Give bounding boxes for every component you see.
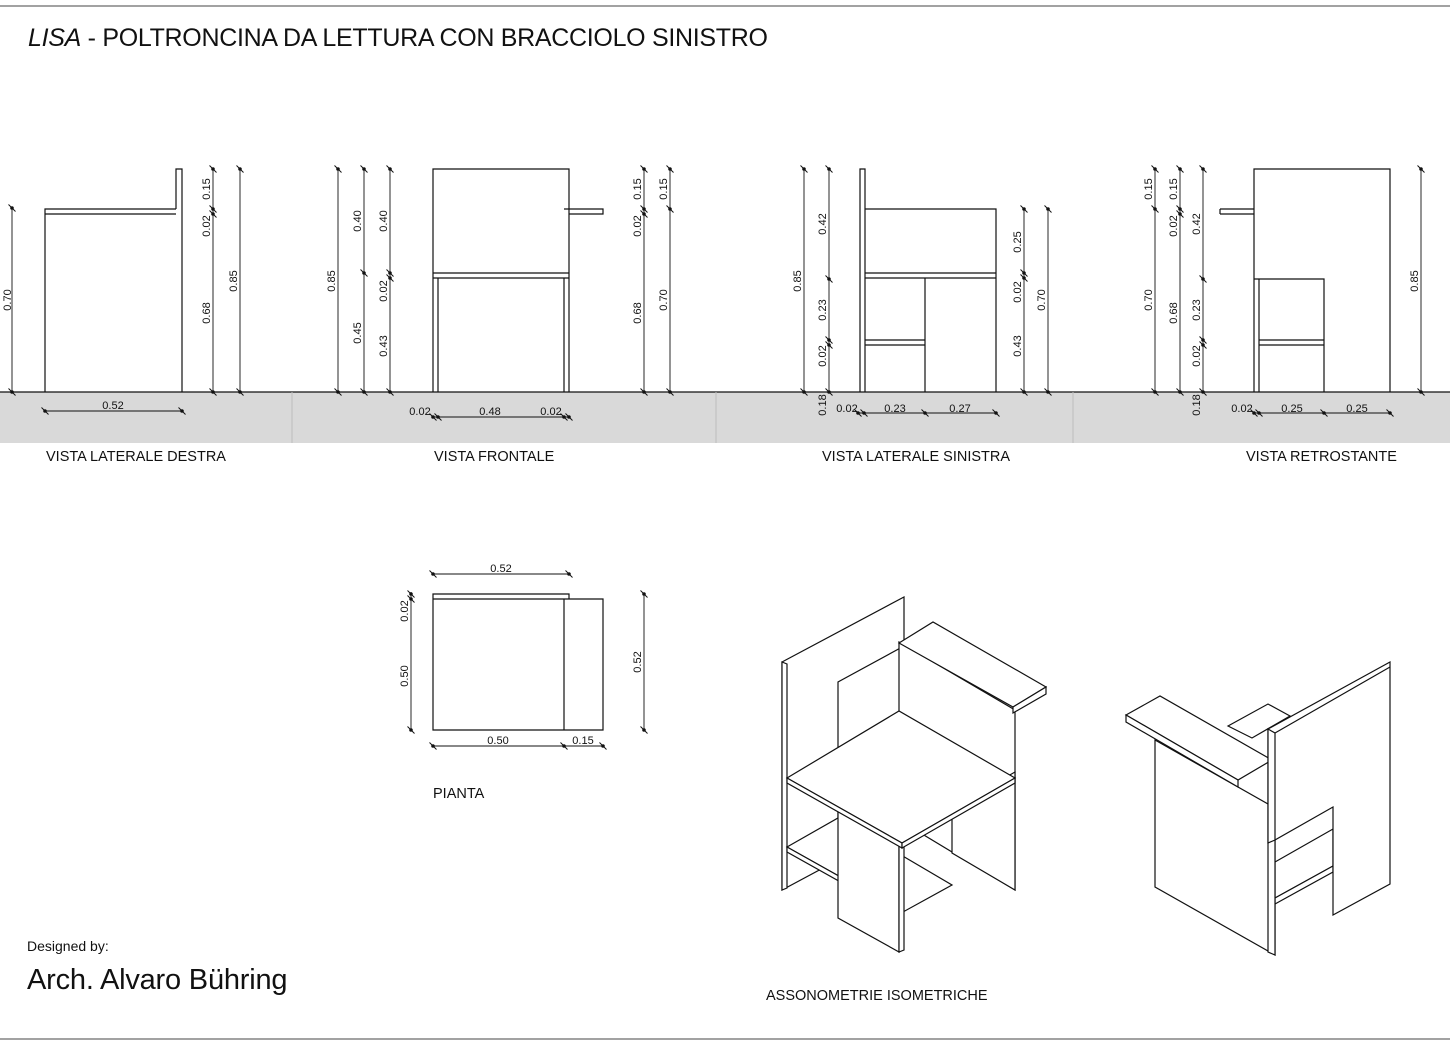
dim-label: 0.85 [326, 270, 338, 291]
dim-label: 0.15 [1143, 178, 1155, 199]
dim-label: 0.25 [1012, 231, 1024, 252]
dim-label: 0.70 [658, 289, 670, 310]
dim-label: 0.52 [102, 400, 123, 412]
dim-label: 0.15 [1168, 178, 1180, 199]
dim-label: 0.02 [836, 403, 857, 415]
dim-label: 0.23 [1191, 299, 1203, 320]
label-back-view: VISTA RETROSTANTE [1246, 449, 1397, 465]
iso-back-panel [1267, 660, 1391, 956]
dim-label: 0.50 [487, 735, 508, 747]
designer-name: Arch. Alvaro Bühring [27, 964, 288, 996]
dim-label: 0.52 [490, 563, 511, 575]
dim-label: 0.50 [399, 665, 411, 686]
label-plan-view: PIANTA [433, 786, 485, 802]
dim-label: 0.02 [1168, 215, 1180, 236]
dim-label: 0.85 [792, 270, 804, 291]
ground-band [0, 392, 1450, 443]
dim-label: 0.40 [378, 210, 390, 231]
dim-label: 0.23 [884, 403, 905, 415]
back-view: 0.15 0.70 0.15 0.02 0.68 0.42 0.23 0.02 … [1143, 165, 1425, 417]
dim-label: 0.42 [817, 213, 829, 234]
dim-label: 0.48 [479, 406, 500, 418]
dim-label: 0.23 [817, 299, 829, 320]
label-left-side-view: VISTA LATERALE SINISTRA [822, 449, 1011, 465]
dim-label: 0.02 [540, 406, 561, 418]
product-name: LISA [28, 24, 81, 52]
front-outline [432, 168, 604, 392]
front-view: 0.85 0.40 0.45 0.40 0.02 0.43 0.02 0.48 … [326, 165, 674, 421]
right-side-outline [44, 168, 183, 392]
right-side-view: 0.70 0.15 0.02 0.68 0.85 0.52 [2, 165, 244, 415]
dim-label: 0.68 [201, 302, 213, 323]
dim-label: 0.68 [1168, 302, 1180, 323]
isometric-front [781, 596, 1048, 954]
dim-label: 0.15 [658, 178, 670, 199]
dim-label: 0.40 [352, 210, 364, 231]
dim-label: 0.85 [228, 270, 240, 291]
product-description: - POLTRONCINA DA LETTURA CON BRACCIOLO S… [81, 24, 768, 52]
label-front-view: VISTA FRONTALE [434, 449, 555, 465]
dim-label: 0.45 [352, 322, 364, 343]
dim-label: 0.02 [1231, 403, 1252, 415]
dim-label: 0.85 [1409, 270, 1421, 291]
dim-label: 0.02 [1012, 281, 1024, 302]
dim-label: 0.70 [2, 289, 14, 310]
dim-label: 0.27 [949, 403, 970, 415]
dim-label: 0.02 [378, 280, 390, 301]
left-side-view: 0.85 0.42 0.23 0.02 0.18 0.02 0.23 0.27 … [792, 165, 1052, 417]
dim-label: 0.02 [409, 406, 430, 418]
label-right-side-view: VISTA LATERALE DESTRA [46, 449, 226, 465]
dim-label: 0.02 [399, 600, 411, 621]
dim-label: 0.15 [201, 178, 213, 199]
dim-label: 0.02 [1191, 345, 1203, 366]
dim-label: 0.02 [201, 215, 213, 236]
plan-view: 0.52 0.02 0.50 0.52 0.50 0.15 [399, 563, 648, 750]
dim-label: 0.70 [1143, 289, 1155, 310]
dim-label: 0.02 [632, 215, 644, 236]
dim-label: 0.02 [817, 345, 829, 366]
dim-label: 0.25 [1281, 403, 1302, 415]
dim-label: 0.18 [1191, 394, 1203, 415]
dim-label: 0.42 [1191, 213, 1203, 234]
dim-label: 0.43 [1012, 335, 1024, 356]
dim-label: 0.15 [632, 178, 644, 199]
dim-label: 0.18 [817, 394, 829, 415]
left-side-outline [859, 168, 997, 392]
dim-label: 0.68 [632, 302, 644, 323]
plan-outline [432, 593, 604, 731]
designed-by-label: Designed by: [27, 938, 109, 954]
back-outline [1219, 168, 1391, 392]
dim-label: 0.25 [1346, 403, 1367, 415]
dim-label: 0.52 [632, 651, 644, 672]
dim-label: 0.15 [572, 735, 593, 747]
isometric-back [1124, 660, 1391, 957]
label-isometric-views: ASSONOMETRIE ISOMETRICHE [766, 988, 988, 1004]
drawing-title: LISA - POLTRONCINA DA LETTURA CON BRACCI… [28, 24, 768, 53]
dim-label: 0.70 [1036, 289, 1048, 310]
dim-label: 0.43 [378, 335, 390, 356]
